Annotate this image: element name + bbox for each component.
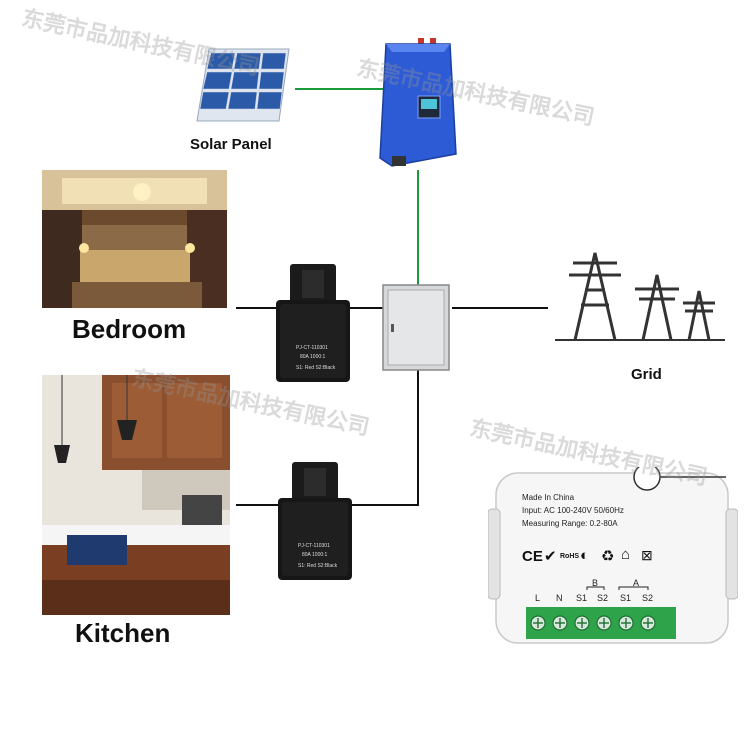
ct-wire-label: S1: Red S2:Black [296, 365, 336, 371]
terminal-label-b-s2: S2 [597, 593, 609, 603]
distribution-box [382, 284, 452, 372]
bedroom-image [42, 170, 227, 308]
solar-panel-image [195, 45, 291, 125]
ct-rating-label: 80A 1000:1 [302, 552, 328, 558]
ct-rating-label: 80A 1000:1 [300, 354, 326, 360]
terminal-label-l: L [535, 593, 541, 603]
ct-sensor-bedroom: PJ-CT-110301 80A 1000:1 S1: Red S2:Black [274, 264, 352, 382]
kitchen-label: Kitchen [75, 618, 171, 648]
recycle-icon: ♻ [601, 548, 615, 565]
input-spec-label: Input: AC 100-240V 50/60Hz [522, 506, 624, 515]
weee-bin-icon: ⊠ [641, 547, 653, 563]
check-icon: ✔ [544, 548, 557, 565]
group-a-label: A [633, 578, 640, 588]
origin-label: Made In China [522, 493, 575, 502]
ct-sensor-kitchen: PJ-CT-110301 80A 1000:1 S1: Red S2:Black [276, 462, 354, 580]
ct-wire-label: S1: Red S2:Black [298, 563, 338, 569]
ce-mark: CE [522, 548, 543, 565]
group-b-label: B [592, 578, 599, 588]
kitchen-image [42, 375, 230, 615]
grid-label: Grid [631, 366, 662, 383]
ct-model-label: PJ-CT-110301 [298, 543, 330, 549]
terminal-label-b-s1: S1 [576, 593, 588, 603]
recycle-circle-icon: ◐ [580, 547, 590, 564]
terminal-label-a-s2: S2 [642, 593, 654, 603]
bedroom-label: Bedroom [72, 314, 187, 344]
terminal-label-n: N [556, 593, 563, 603]
terminal-label-a-s1: S1 [620, 593, 632, 603]
rohs-mark: RoHS [560, 553, 580, 560]
grid-tie-inverter [378, 38, 458, 170]
home-icon: ⌂ [621, 546, 631, 563]
solar-panel-label: Solar Panel [190, 136, 272, 153]
measuring-range-label: Measuring Range: 0.2-80A [522, 519, 618, 528]
certification-marks: CE ✔ RoHS ◐ ♻ ⌂ ⊠ [522, 546, 672, 567]
energy-meter-module: Made In China Input: AC 100-240V 50/60Hz… [488, 467, 738, 647]
power-grid-icon [555, 245, 725, 345]
ct-model-label: PJ-CT-110301 [296, 345, 328, 351]
